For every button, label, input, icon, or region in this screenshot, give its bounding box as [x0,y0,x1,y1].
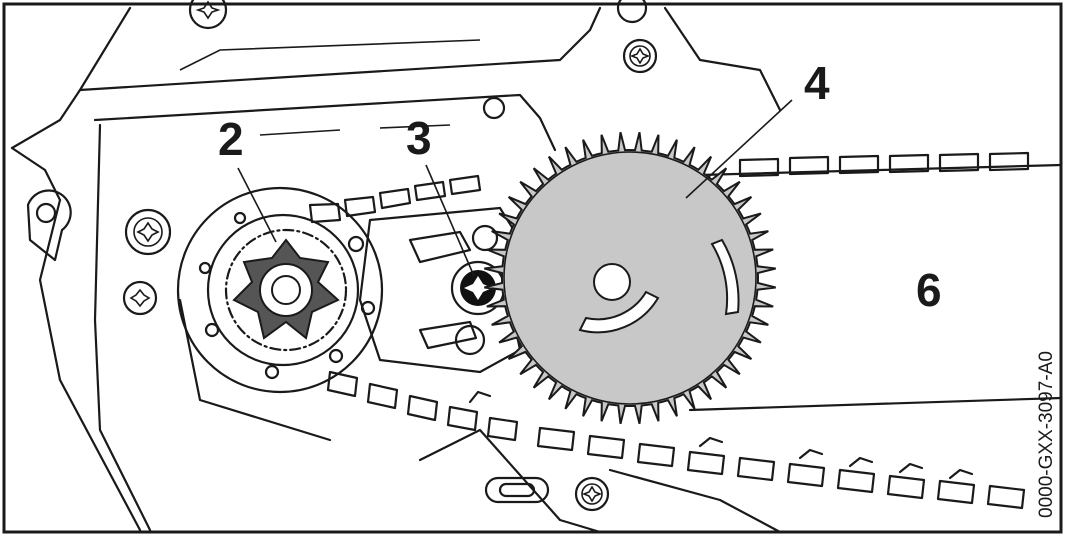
figure-code: 0000-GXX-3097-A0 [1036,351,1057,518]
screw-left-lower [122,280,158,316]
screw-top-right [616,0,658,74]
callout-bar: 6 [916,264,942,316]
sprocket-assembly [176,186,384,394]
callout-wheel: 4 [804,57,830,109]
adjusting-screw [450,260,506,316]
screw-left-upper [124,208,172,256]
callout-sprocket: 2 [218,113,244,165]
leader-lines [237,99,793,277]
screw-top-left [188,0,228,30]
toothed-wheel [484,132,776,424]
callout-screw: 3 [406,112,432,164]
guide-bar [308,151,1063,510]
housing-outline [10,6,782,534]
screw-bottom [574,476,610,512]
